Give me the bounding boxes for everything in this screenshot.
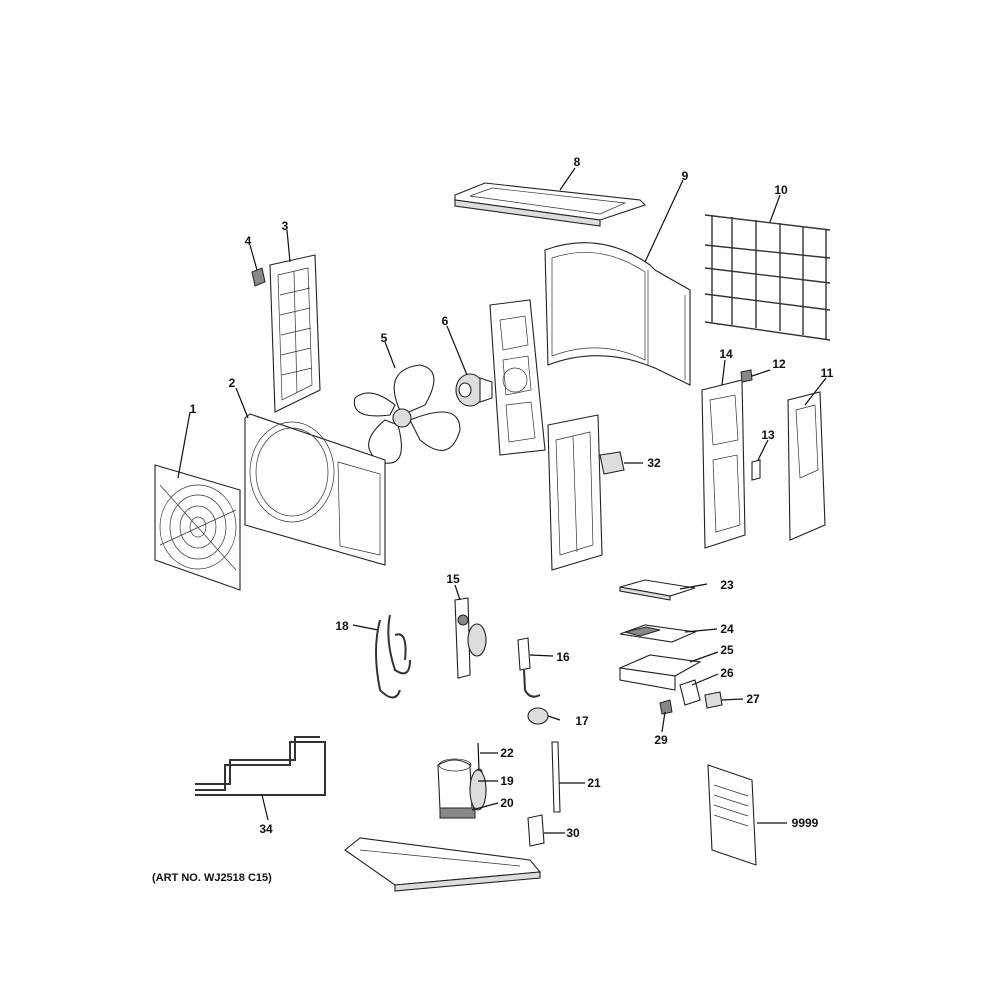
callouts: 1 2 3 4 5 6 8 9 10 11 12 13 14 15 16 17 … (190, 155, 834, 840)
part-16-filter (517, 637, 541, 698)
callout-3: 3 (282, 219, 289, 233)
callout-9999: 9999 (792, 816, 819, 830)
part-21-probe (551, 741, 561, 813)
part-32-reactor (599, 451, 625, 475)
callout-18: 18 (335, 619, 349, 633)
callout-25: 25 (720, 643, 734, 657)
part-6-fan-motor (455, 373, 493, 407)
callout-16: 16 (556, 650, 570, 664)
part-1-front-grille (154, 464, 241, 591)
callout-8: 8 (574, 155, 581, 169)
part-13-terminal (751, 459, 761, 481)
callout-5: 5 (381, 331, 388, 345)
part-19-compressor (437, 758, 487, 816)
part-14-control-panel (701, 379, 746, 549)
part-18-piping (375, 614, 411, 699)
part-9-condenser-coil (544, 242, 691, 386)
callout-13: 13 (761, 428, 775, 442)
callout-10: 10 (774, 183, 788, 197)
callout-9: 9 (682, 169, 689, 183)
part-30-bracket (527, 814, 545, 847)
callout-20: 20 (500, 796, 514, 810)
callout-27: 27 (746, 692, 760, 706)
part-12-clip (740, 369, 753, 383)
part-5-fan-blade (353, 364, 461, 464)
callout-22: 22 (500, 746, 514, 760)
callout-4: 4 (245, 234, 252, 248)
part-3-side-panel (269, 254, 321, 413)
callout-11: 11 (821, 366, 834, 380)
part-27-terminal-block (704, 691, 723, 709)
callout-19: 19 (500, 774, 514, 788)
callout-30: 30 (566, 826, 580, 840)
callout-2: 2 (229, 376, 236, 390)
callout-34: 34 (259, 822, 273, 836)
part-9999-manual (707, 764, 757, 866)
part-24-control-board (619, 624, 698, 643)
callout-6: 6 (442, 314, 449, 328)
callout-29: 29 (654, 733, 668, 747)
partition-panel (547, 414, 603, 571)
part-29-fuse (659, 699, 673, 715)
part-23-cover-plate (619, 579, 696, 601)
callout-23: 23 (720, 578, 734, 592)
part-25-electrical-box (618, 654, 702, 691)
callout-15: 15 (446, 572, 460, 586)
part-17-valve (527, 707, 549, 725)
art-number: (ART NO. WJ2518 C15) (152, 872, 272, 884)
base-pan (344, 837, 542, 892)
part-34-heater (195, 736, 326, 796)
part-11-side-cover (787, 391, 826, 541)
part-20-mount (439, 807, 476, 819)
callout-32: 32 (647, 456, 661, 470)
part-2-front-frame (244, 413, 386, 566)
leader-lines (177, 167, 827, 834)
part-4-spring (251, 267, 266, 287)
callout-12: 12 (772, 357, 786, 371)
callout-1: 1 (190, 402, 197, 416)
part-8-top-cover (454, 182, 647, 227)
callout-17: 17 (575, 714, 589, 728)
callout-24: 24 (720, 622, 734, 636)
callout-14: 14 (719, 347, 733, 361)
part-10-wire-guard (704, 214, 831, 341)
part-26-bracket (679, 679, 701, 706)
part-15-reversing-valve (454, 597, 487, 679)
motor-bracket (489, 299, 546, 456)
callout-21: 21 (587, 776, 601, 790)
callout-26: 26 (720, 666, 734, 680)
